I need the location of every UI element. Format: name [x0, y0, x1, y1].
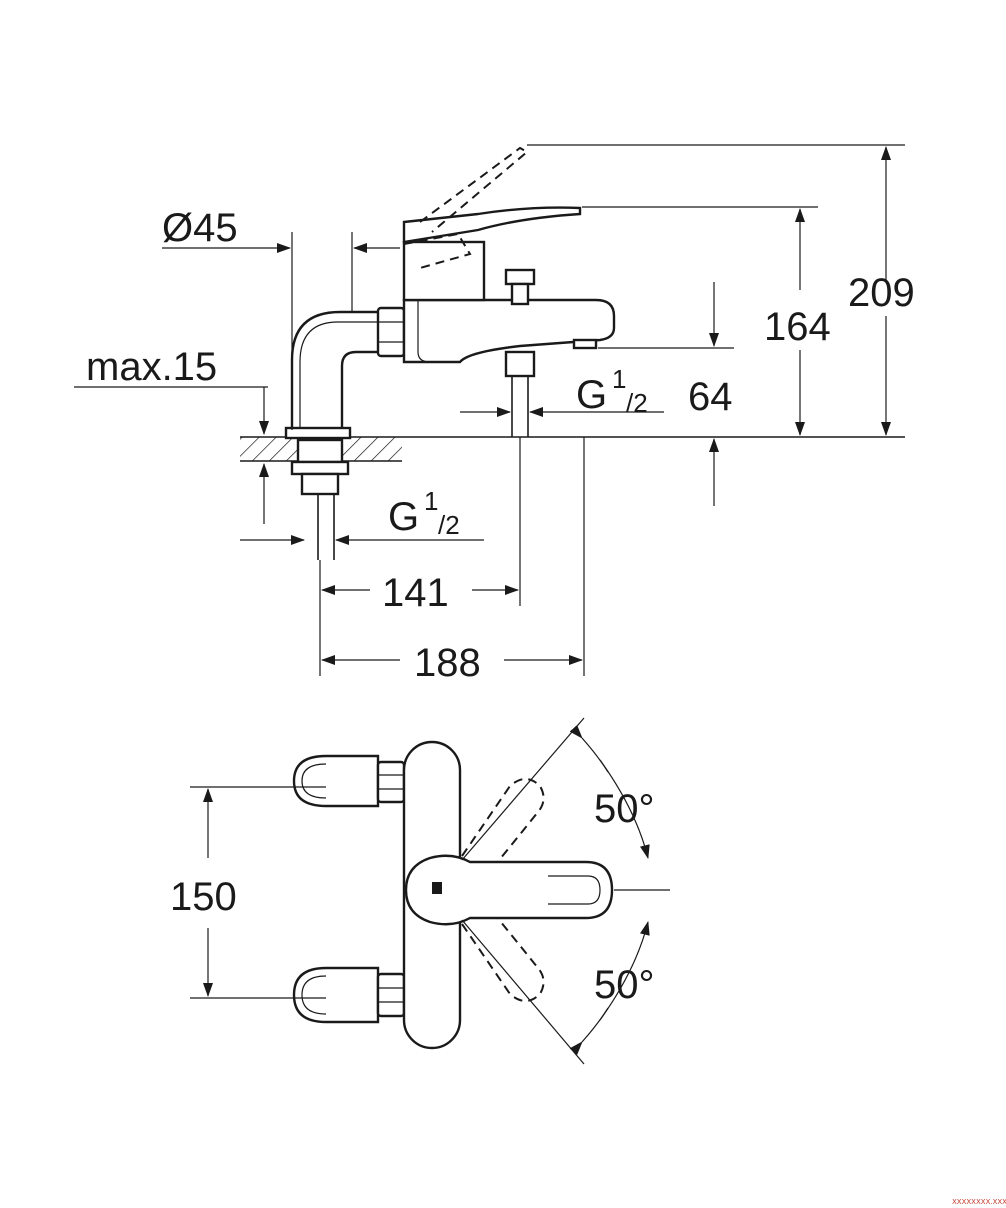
- dim-max: max.15: [74, 345, 269, 524]
- thread-outlet-sup: 1: [612, 364, 626, 394]
- dim-188-label: 188: [414, 641, 481, 685]
- inlet-bottom: [292, 966, 406, 1024]
- dim-diameter: Ø45: [162, 206, 400, 430]
- dim-150-label: 150: [170, 875, 237, 919]
- dim-outlet-height: 64: [598, 282, 734, 506]
- mounting-nut: [284, 426, 352, 560]
- dim-188: 188: [321, 437, 585, 685]
- dim-150: 150: [170, 786, 326, 999]
- dim-spout-height-label: 164: [764, 305, 831, 349]
- dim-max-label: max.15: [86, 345, 217, 389]
- thread-inlet-g: G: [388, 495, 419, 539]
- lever-handle: [404, 854, 614, 926]
- angle-bottom-label: 50°: [594, 963, 655, 1007]
- inlet-elbow: [290, 306, 406, 432]
- dim-outlet-height-label: 64: [688, 375, 733, 419]
- dim-spout-height: 1 64: [582, 206, 831, 436]
- dim-141: 141: [319, 437, 521, 676]
- dim-total-height-label: 209: [848, 271, 915, 315]
- angle-dims: 50° 50°: [461, 717, 670, 1065]
- thread-inlet-sup: 1: [424, 486, 438, 516]
- dim-thread-inlet: G 1 /2: [240, 486, 484, 545]
- thread-inlet-sub: /2: [438, 510, 460, 540]
- side-view: Ø45 max.15 G 1 /2 64 16: [74, 144, 915, 685]
- inlet-top: [292, 754, 406, 808]
- mixer-body: [402, 206, 616, 437]
- dim-total-height: 209: [527, 144, 915, 436]
- thread-outlet-g: G: [576, 373, 607, 417]
- lever-open-position: [403, 146, 529, 269]
- angle-top-label: 50°: [594, 787, 655, 831]
- top-view: 150 50° 50°: [170, 717, 670, 1065]
- dim-141-label: 141: [382, 571, 449, 615]
- watermark: XXXXXXXX.XXX: [952, 1198, 1006, 1206]
- thread-outlet-sub: /2: [626, 388, 648, 418]
- dim-thread-outlet: G 1 /2: [460, 364, 664, 418]
- lever-position-up: [461, 778, 545, 875]
- lever-position-down: [461, 905, 545, 1002]
- dim-diameter-label: Ø45: [162, 206, 238, 250]
